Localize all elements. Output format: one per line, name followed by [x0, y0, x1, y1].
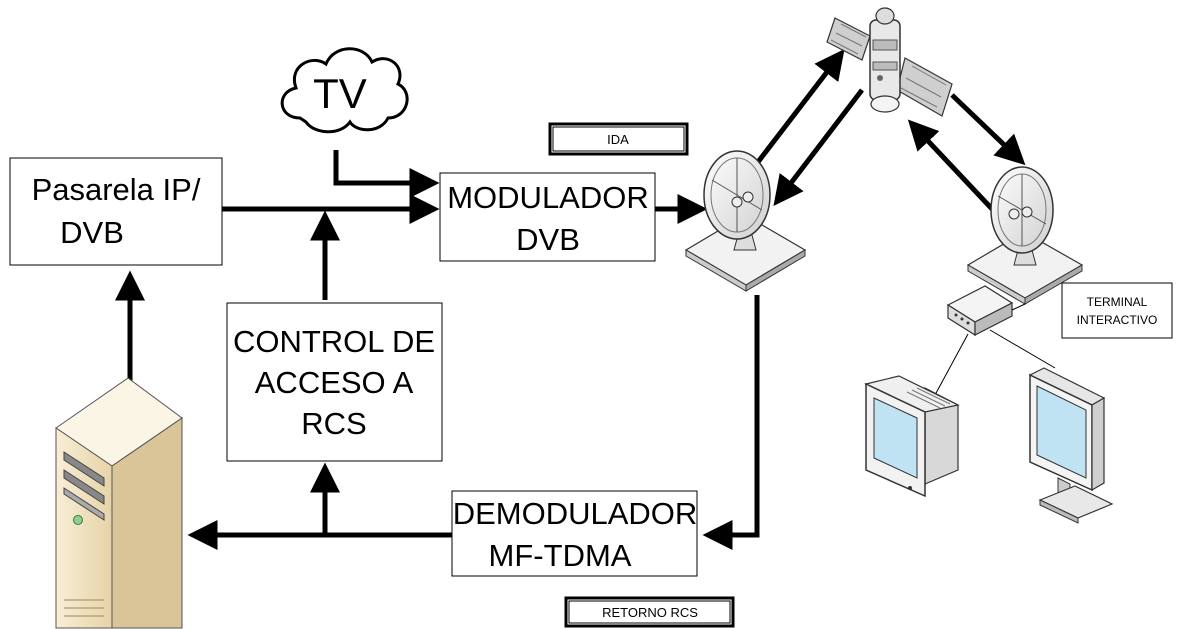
- terminal-label-line1: TERMINAL: [1087, 295, 1148, 309]
- satellite-icon: [826, 7, 953, 117]
- monitor-icon: [864, 375, 960, 498]
- server-tower-icon: [55, 377, 183, 629]
- demodulator-box: DEMODULADOR MF-TDMA: [451, 490, 698, 577]
- access-label-line3: RCS: [301, 406, 366, 441]
- demodulator-label-line1: DEMODULADOR: [453, 496, 698, 531]
- forward-label: IDA: [607, 132, 629, 147]
- terminal-uplink-arrow: [907, 119, 995, 212]
- modulator-label-line1: MODULADOR: [447, 180, 649, 215]
- downlink-gateway-arrow: [773, 88, 864, 206]
- access-label-line1: CONTROL DE: [233, 324, 435, 359]
- modulator-label-line2: DVB: [516, 222, 580, 257]
- downlink-terminal-arrow: [950, 93, 1026, 166]
- monitor-icon: [1028, 367, 1114, 524]
- demodulator-label-line2: MF-TDMA: [489, 538, 632, 573]
- terminal-cables: [934, 303, 1056, 396]
- modulator-box: MODULADOR DVB: [439, 172, 656, 262]
- connectors: [115, 49, 1026, 550]
- access-control-box: CONTROL DE ACCESO A RCS: [226, 302, 443, 462]
- modem-icon: [946, 285, 1014, 337]
- access-label-line2: ACCESO A: [255, 365, 414, 400]
- dish-to-demodulator-arrow: [702, 295, 760, 550]
- terminal-label-line2: INTERACTIVO: [1077, 313, 1158, 327]
- tv-cloud: TV: [280, 47, 409, 134]
- satellite-dish-icon: [966, 166, 1084, 305]
- satellite-dish-icon: [684, 150, 807, 292]
- tv-label: TV: [313, 70, 367, 117]
- gateway-box: Pasarela IP/ DVB: [9, 157, 223, 266]
- uplink-arrow: [756, 49, 845, 164]
- gateway-label-line2: DVB: [60, 215, 124, 250]
- gateway-label-line1: Pasarela IP/: [32, 172, 201, 207]
- forward-link-label: IDA: [548, 122, 689, 156]
- terminal-label-box: TERMINAL INTERACTIVO: [1061, 282, 1173, 339]
- return-label: RETORNO RCS: [602, 605, 698, 620]
- return-link-label: RETORNO RCS: [564, 596, 735, 628]
- tv-to-modulator-arrow: [333, 150, 440, 198]
- cloud-shape: [280, 47, 409, 134]
